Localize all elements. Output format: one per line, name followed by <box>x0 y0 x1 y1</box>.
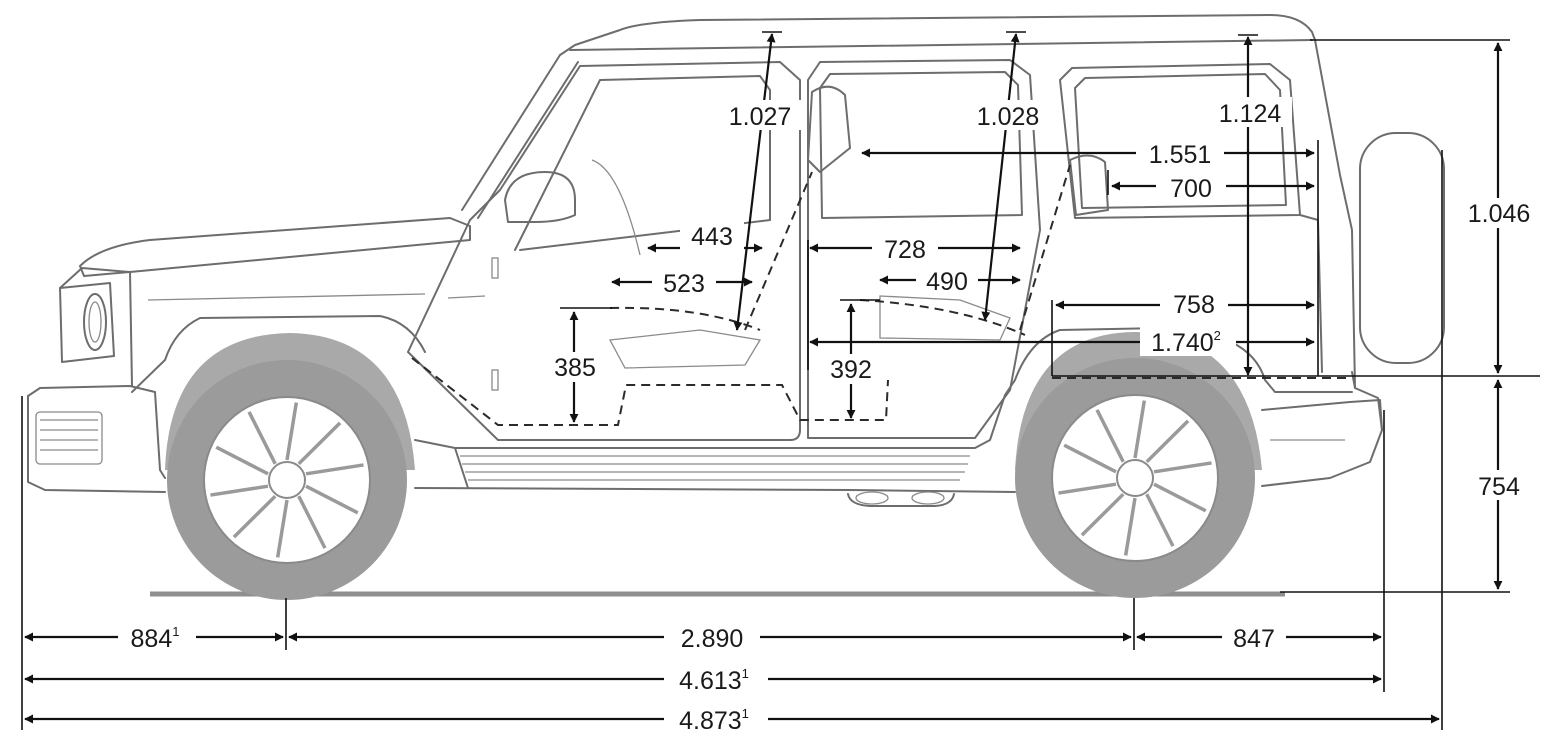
dimension-arrows <box>24 33 1503 724</box>
label-length-body: 4.6131 <box>679 666 749 695</box>
label-shoulder-front: 443 <box>691 223 733 251</box>
label-seat-height-rear: 392 <box>830 356 872 384</box>
wheel-spoke <box>1063 443 1117 474</box>
wheel-spoke <box>210 484 269 497</box>
label-shoulder-rear: 728 <box>884 236 926 264</box>
spare-wheel <box>1359 132 1445 364</box>
wheel-spoke <box>1123 497 1137 556</box>
label-headroom-front: 1.027 <box>729 103 792 131</box>
label-wheelbase: 2.890 <box>681 625 744 653</box>
wheel-spoke <box>1133 400 1147 459</box>
wheel-spoke <box>285 402 299 461</box>
wheel-spoke <box>297 495 327 549</box>
wheel-spoke <box>1145 493 1175 547</box>
extension-lines <box>21 31 1540 730</box>
label-load-floor-length: 758 <box>1173 291 1215 319</box>
label-front-overhang: 8841 <box>131 624 180 653</box>
label-seat-height-front: 385 <box>554 354 596 382</box>
wheel-spoke <box>305 463 364 476</box>
label-legroom-rear: 490 <box>926 268 968 296</box>
label-load-length-row3: 700 <box>1170 175 1212 203</box>
label-load-length-row2: 1.551 <box>1149 141 1212 169</box>
label-headroom-rear: 1.028 <box>977 103 1040 131</box>
label-height-upper: 1.046 <box>1468 200 1531 228</box>
wheel-spoke <box>247 411 277 465</box>
wheel-spoke <box>275 499 289 558</box>
label-length-total: 4.8731 <box>679 706 749 734</box>
wheel-spoke <box>232 494 277 539</box>
wheel-spoke <box>1145 419 1190 464</box>
label-headroom-third: 1.124 <box>1219 100 1282 128</box>
label-height-lower: 754 <box>1478 473 1520 501</box>
label-legroom-front: 523 <box>663 270 705 298</box>
wheel-spoke <box>1058 482 1117 495</box>
front-wheel <box>167 360 407 600</box>
wheel-spoke <box>1153 461 1212 474</box>
wheel-spoke <box>215 445 269 476</box>
wheel-spoke <box>1095 409 1125 463</box>
wheel-spoke <box>297 421 342 466</box>
wheel-spoke <box>1153 482 1207 513</box>
wheel-spoke <box>1080 492 1125 537</box>
wheel-spoke <box>305 484 359 515</box>
dimension-labels: 1.027 1.028 1.124 1.551 700 443 523 728 … <box>118 97 1540 734</box>
label-load-length-max: 1.7402 <box>1151 328 1221 357</box>
rear-wheel <box>1015 358 1255 598</box>
label-rear-overhang: 847 <box>1233 625 1275 653</box>
